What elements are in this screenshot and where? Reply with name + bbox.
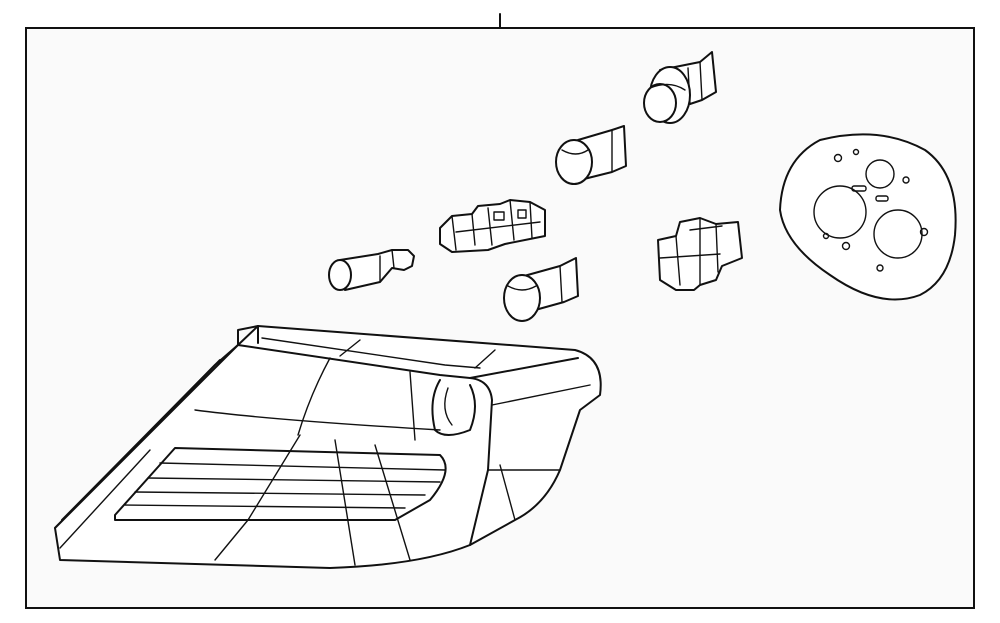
lamp-gasket[interactable] [779,133,957,301]
tail-lamp-housing[interactable] [54,325,602,569]
bulb-holder-clip[interactable] [439,199,546,253]
bulb-socket-top[interactable] [643,51,717,124]
bulb-lower[interactable] [503,257,579,322]
bulb-socket-right[interactable] [657,217,743,291]
wedge-bulb-small[interactable] [328,249,415,291]
bulb-upper[interactable] [555,125,627,185]
